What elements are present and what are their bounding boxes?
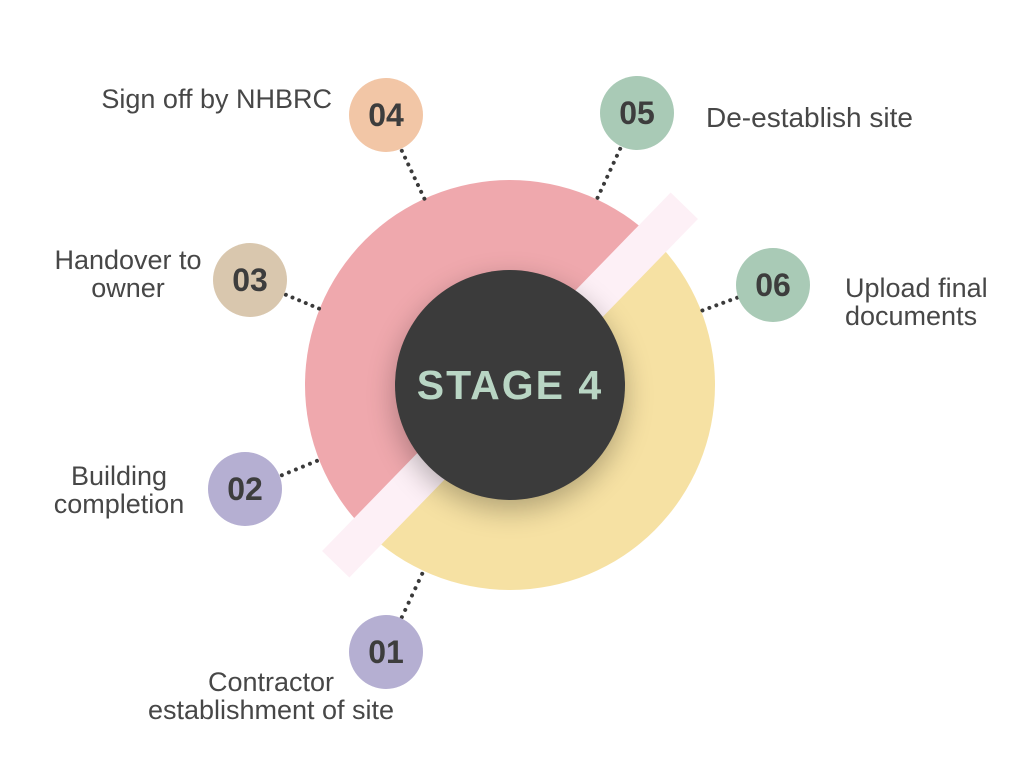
- stage-badge-05: 05: [600, 76, 674, 150]
- connector-line-06: [699, 295, 740, 314]
- stage-badge-02: 02: [208, 452, 282, 526]
- stage-number-01: 01: [368, 633, 404, 670]
- connector-line-04: [399, 148, 428, 202]
- stage-label-04: Sign off by NHBRC: [101, 84, 332, 114]
- connector-line-02: [279, 458, 320, 478]
- stage-label-06: Upload final documents: [845, 273, 988, 332]
- stage-number-04: 04: [368, 96, 404, 133]
- stage-label-02: Building completion: [53, 461, 185, 520]
- stage-label-03: Handover to owner: [54, 245, 202, 304]
- stage-badge-06: 06: [736, 248, 810, 322]
- stage-number-05: 05: [619, 94, 655, 131]
- stage-badge-03: 03: [213, 243, 287, 317]
- stage-badge-04: 04: [349, 78, 423, 152]
- stage-number-02: 02: [227, 470, 263, 507]
- connector-line-05: [594, 146, 623, 201]
- stage-badge-01: 01: [349, 615, 423, 689]
- connector-line-01: [399, 571, 425, 620]
- stage-label-01: Contractor establishment of site: [147, 667, 395, 726]
- stage-number-03: 03: [232, 261, 268, 298]
- stage-label-05: De-establish site: [706, 102, 913, 133]
- stage-number-06: 06: [755, 266, 791, 303]
- center-circle: STAGE 4: [395, 270, 625, 500]
- connector-line-03: [283, 292, 322, 312]
- stage-title: STAGE 4: [416, 361, 604, 408]
